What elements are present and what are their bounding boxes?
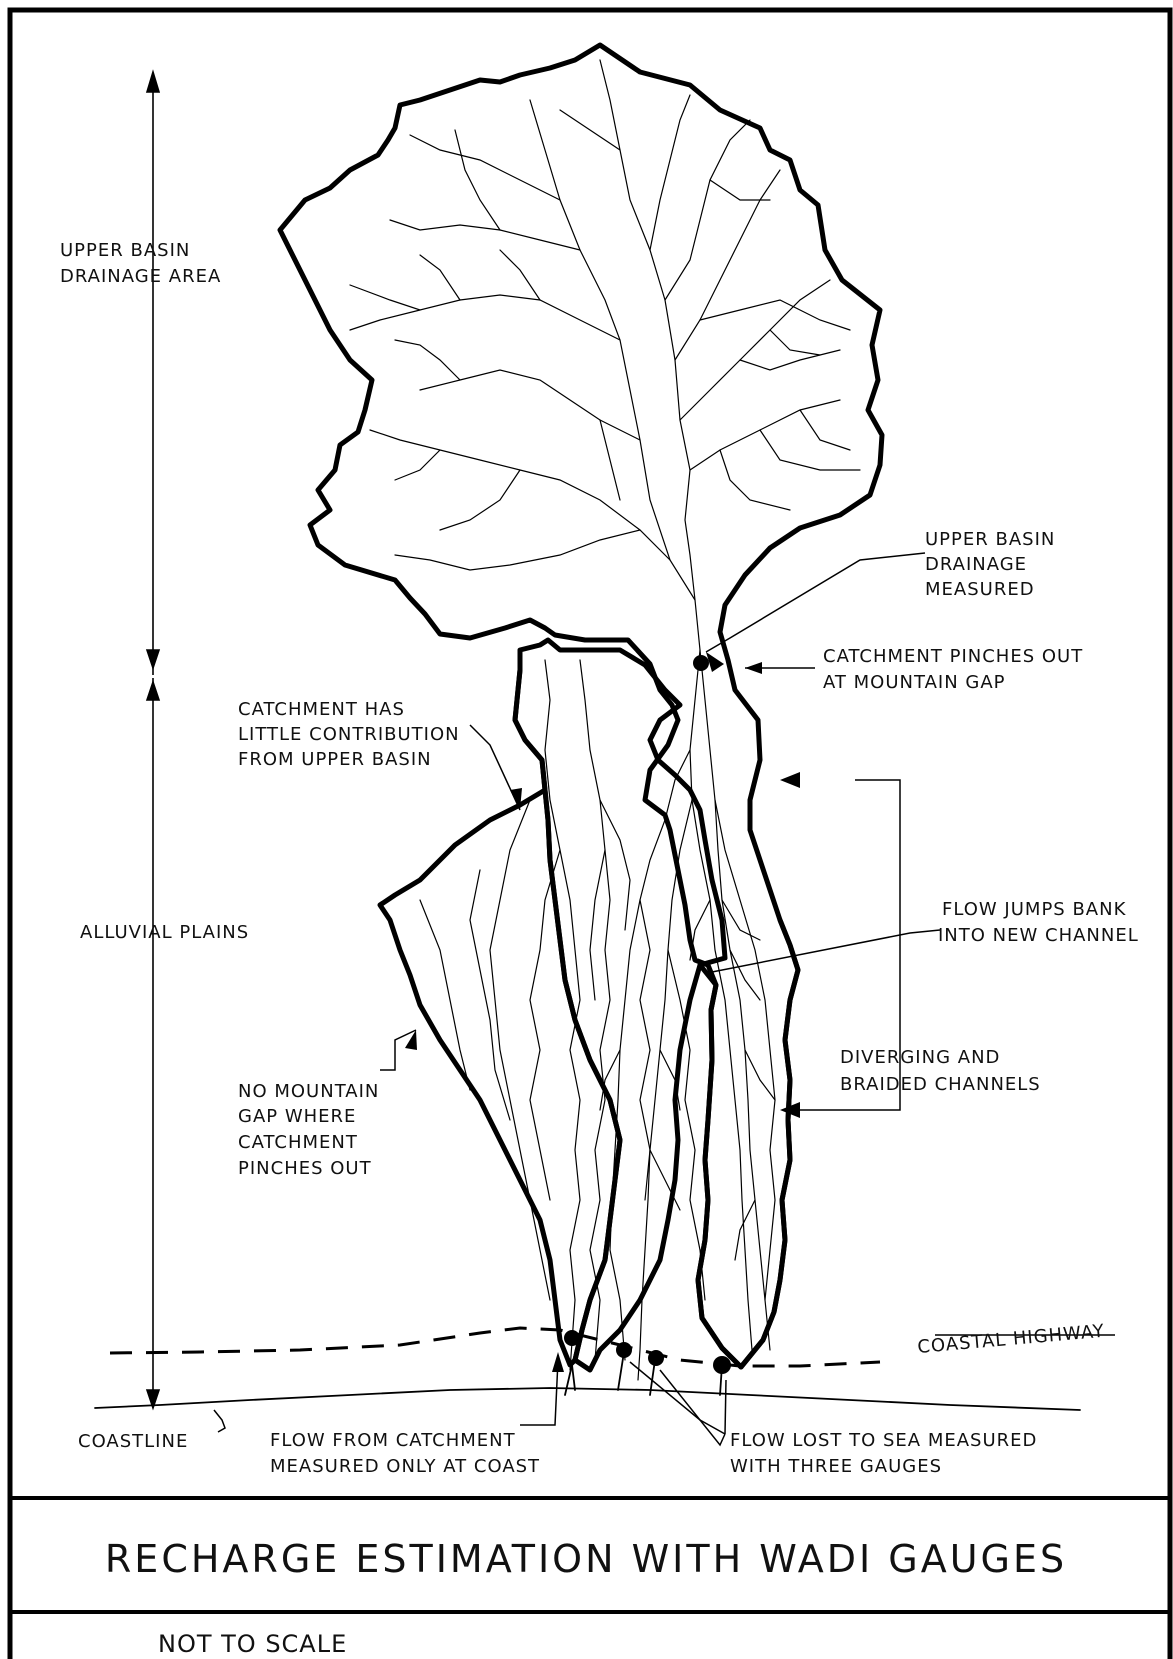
catchment-pinches-line2: AT MOUNTAIN GAP [823, 672, 1006, 693]
little-contribution-line3: FROM UPPER BASIN [238, 749, 432, 770]
left-catchment-outline [515, 640, 725, 1370]
little-contribution-line2: LITTLE CONTRIBUTION [238, 724, 460, 745]
far-left-catchment-outline [380, 670, 620, 1365]
upper-basin-streams [350, 60, 860, 650]
coastal-highway-label: COASTAL HIGHWAY [917, 1321, 1106, 1358]
flow-lost-line1: FLOW LOST TO SEA MEASURED [730, 1430, 1037, 1451]
diverging-line2: BRAIDED CHANNELS [840, 1074, 1041, 1095]
no-mountain-gap-line4: PINCHES OUT [238, 1158, 372, 1179]
alluvial-plains-label: ALLUVIAL PLAINS [80, 922, 249, 943]
not-to-scale-note: NOT TO SCALE [158, 1630, 347, 1658]
upper-basin-measured-line1: UPPER BASIN [925, 529, 1055, 550]
no-mountain-gap-line3: CATCHMENT [238, 1132, 358, 1153]
upper-basin-label-line1: UPPER BASIN [60, 240, 190, 261]
upper-basin-label-line2: DRAINAGE AREA [60, 266, 221, 287]
flow-lost-line2: WITH THREE GAUGES [730, 1456, 942, 1477]
upper-basin-measured-line3: MEASURED [925, 579, 1035, 600]
gauge-sea-2 [648, 1350, 664, 1366]
gauge-sea-1 [616, 1342, 632, 1358]
flow-from-catchment-line2: MEASURED ONLY AT COAST [270, 1456, 540, 1477]
wadi-gauges [564, 655, 731, 1374]
coastline-label: COASTLINE [78, 1431, 188, 1452]
upper-basin-measured-line2: DRAINAGE [925, 554, 1027, 575]
diagram-title: RECHARGE ESTIMATION WITH WADI GAUGES [105, 1537, 1067, 1581]
gauge-sea-3 [713, 1356, 731, 1374]
braided-channels [420, 650, 775, 1380]
catchment-pinches-line1: CATCHMENT PINCHES OUT [823, 646, 1083, 667]
no-mountain-gap-line1: NO MOUNTAIN [238, 1081, 379, 1102]
flow-from-catchment-line1: FLOW FROM CATCHMENT [270, 1430, 516, 1451]
coastline [95, 1388, 1080, 1410]
diverging-line1: DIVERGING AND [840, 1047, 1000, 1068]
no-mountain-gap-line2: GAP WHERE [238, 1106, 356, 1127]
flow-jumps-line2: INTO NEW CHANNEL [938, 925, 1139, 946]
flow-jumps-line1: FLOW JUMPS BANK [942, 899, 1127, 920]
gauge-upper-basin [693, 655, 709, 671]
little-contribution-line1: CATCHMENT HAS [238, 699, 405, 720]
gauge-catchment-coast [564, 1330, 580, 1346]
